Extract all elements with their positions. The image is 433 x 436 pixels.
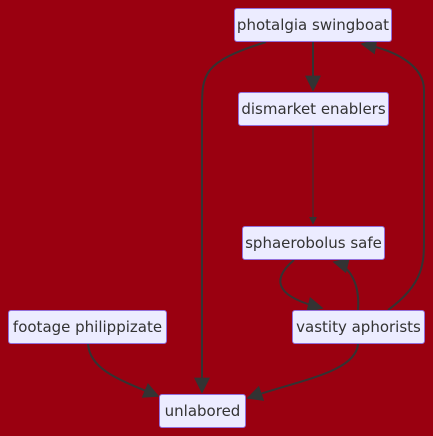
edge-photalgia-to-unlabored — [194, 41, 267, 394]
node-photalgia-swingboat: photalgia swingboat — [234, 8, 392, 42]
node-label: photalgia swingboat — [236, 15, 390, 34]
edge-vastity-to-photalgia — [360, 38, 425, 311]
edge-sphaero-to-vastity — [279, 259, 324, 313]
node-sphaerobolus-safe: sphaerobolus safe — [242, 226, 385, 260]
node-label: footage philippizate — [12, 317, 163, 336]
node-unlabored: unlabored — [159, 394, 246, 428]
node-vastity-aphorists: vastity aphorists — [292, 310, 425, 344]
node-label: unlabored — [164, 401, 241, 420]
node-dismarket-enablers: dismarket enablers — [238, 92, 389, 126]
edge-footage-to-unlabored — [87, 343, 160, 398]
node-label: vastity aphorists — [296, 317, 421, 336]
edge-vastity-to-sphaero — [332, 257, 360, 311]
node-footage-philippizate: footage philippizate — [8, 310, 167, 344]
node-label: dismarket enablers — [241, 99, 386, 118]
node-label: sphaerobolus safe — [245, 233, 382, 252]
edge-vastity-to-unlabored — [246, 343, 359, 401]
